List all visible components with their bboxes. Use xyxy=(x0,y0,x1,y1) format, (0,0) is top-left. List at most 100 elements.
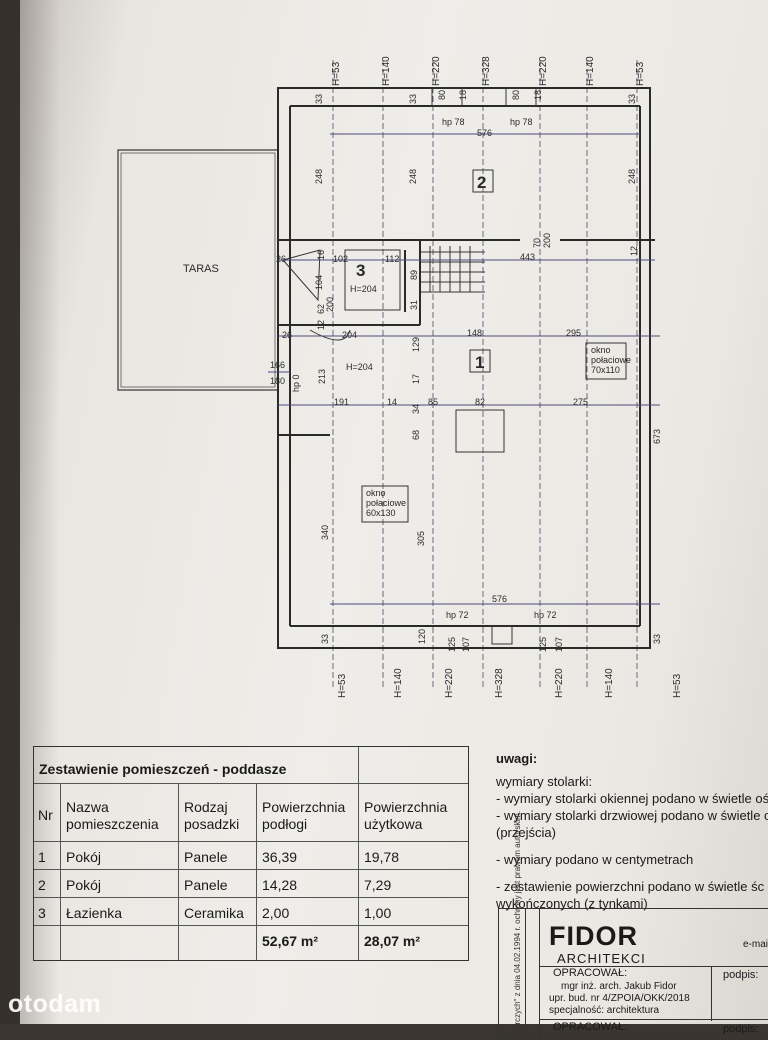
signature-label: podpis: xyxy=(723,969,759,981)
row2-floor: Panele xyxy=(184,877,228,893)
height-label: H=220 xyxy=(538,56,549,86)
row3-usable-area: 1,00 xyxy=(364,905,392,921)
dim-label: 295 xyxy=(566,328,581,338)
dim-label: 18 xyxy=(458,90,468,100)
header-floor-area: Powierzchnia podłogi xyxy=(262,799,346,832)
dim-label: 673 xyxy=(652,429,662,444)
row3-floor-area: 2,00 xyxy=(262,905,290,921)
room-number-1: 1 xyxy=(475,353,484,372)
dim-label: 31 xyxy=(409,300,419,310)
dim-label: 33 xyxy=(627,94,637,104)
notes-title: uwagi: xyxy=(496,751,538,766)
header-floor-type: Rodzaj posadzki xyxy=(184,799,240,832)
height-label: H=220 xyxy=(431,56,442,86)
dim-label: 14 xyxy=(387,397,397,407)
dim-label: 204 xyxy=(342,330,357,340)
room-number-2: 2 xyxy=(477,173,486,192)
dim-label: 104 xyxy=(314,275,324,290)
dim-label: 33 xyxy=(652,634,662,644)
note-line: (przejścia) xyxy=(496,825,556,840)
dim-label: H=204 xyxy=(346,362,373,372)
height-label: H=328 xyxy=(481,56,492,86)
total-usable-area: 28,07 m² xyxy=(364,933,421,949)
dim-label: 120 xyxy=(417,629,427,644)
dim-label: 33 xyxy=(320,634,330,644)
row2-nr: 2 xyxy=(38,877,46,893)
dim-label: 17 xyxy=(411,374,421,384)
header-name: Nazwa pomieszczenia xyxy=(66,799,159,832)
dim-label: 80 xyxy=(511,90,521,100)
company-logo: FIDOR xyxy=(549,921,638,951)
signature-label-2: podpis: xyxy=(723,1023,759,1035)
dim-label: 180 xyxy=(270,376,285,386)
dim-label: 200 xyxy=(542,233,552,248)
company-logo-sub: ARCHITEKCI xyxy=(557,951,646,966)
license-number: upr. bud. nr 4/ZPOIA/OKK/2018 xyxy=(549,993,690,1004)
dim-label: 82 xyxy=(475,397,485,407)
dim-label: hp 72 xyxy=(446,610,469,620)
dim-label: 107 xyxy=(461,637,471,652)
total-floor-area: 52,67 m² xyxy=(262,933,319,949)
dim-label: 112 xyxy=(385,254,399,264)
row2-usable-area: 7,29 xyxy=(364,877,392,893)
note-line: wykończonych (z tynkami) xyxy=(496,896,648,911)
dim-label: 305 xyxy=(416,531,426,546)
dim-label: 340 xyxy=(320,525,330,540)
row1-floor-area: 36,39 xyxy=(262,849,298,865)
row3-name: Łazienka xyxy=(66,905,123,921)
height-label: H=140 xyxy=(393,668,404,698)
height-label: H=140 xyxy=(585,56,596,86)
row1-nr: 1 xyxy=(38,849,46,865)
height-label: H=140 xyxy=(381,56,392,86)
row3-floor: Ceramika xyxy=(184,905,244,921)
prepared-by-label: OPRACOWAŁ: xyxy=(553,967,628,979)
row2-floor-area: 14,28 xyxy=(262,877,298,893)
dim-label: 576 xyxy=(492,594,507,604)
dim-label: 443 xyxy=(520,252,535,262)
dim-label: 33 xyxy=(408,94,418,104)
room-schedule-table: Zestawienie pomieszczeń - poddasze Nr Na… xyxy=(33,746,469,961)
paper-sheet xyxy=(20,0,768,1024)
height-label: H=53 xyxy=(672,673,683,698)
dim-label: 34 xyxy=(411,404,421,414)
row1-name: Pokój xyxy=(66,849,102,865)
email-label: e-mai xyxy=(743,939,768,950)
dim-label: hp 72 xyxy=(534,610,557,620)
note-line: - wymiary stolarki drzwiowej podano w św… xyxy=(496,808,768,823)
dim-label: hp 78 xyxy=(510,117,533,127)
copyright-vertical-text: orczych" z dnia 04.02.1994 r. ochrony je… xyxy=(513,810,522,1029)
dim-label: 191 xyxy=(334,397,349,407)
dim-label: 12 xyxy=(316,320,326,330)
watermark-logo: otodam xyxy=(8,990,102,1018)
title-block: orczych" z dnia 04.02.1994 r. ochrony je… xyxy=(498,811,768,1040)
header-usable-area: Powierzchnia użytkowa xyxy=(364,799,448,832)
dim-label: 129 xyxy=(411,337,421,352)
page-shadow xyxy=(0,0,60,1024)
row1-usable-area: 19,78 xyxy=(364,849,400,865)
dim-label: 80 xyxy=(437,90,447,100)
dim-label: H=204 xyxy=(350,284,377,294)
dim-label: hp 0 xyxy=(291,374,301,392)
specialty: specjalność: architektura xyxy=(549,1005,660,1016)
dim-label: 16 xyxy=(316,250,326,260)
author-name: mgr inż. arch. Jakub Fidor xyxy=(561,981,677,992)
dim-label: 166 xyxy=(270,360,285,370)
height-label: H=53 xyxy=(337,673,348,698)
header-nr: Nr xyxy=(38,807,53,823)
dim-label: 248 xyxy=(627,169,637,184)
dim-label: 70 xyxy=(532,238,542,248)
height-label: H=328 xyxy=(494,668,505,698)
dim-label: 89 xyxy=(409,270,419,280)
row2-name: Pokój xyxy=(66,877,102,893)
note-line: wymiary stolarki: xyxy=(496,774,593,789)
note-spacer xyxy=(496,868,768,878)
dim-label: 125 xyxy=(447,637,457,652)
dim-label: 275 xyxy=(573,397,588,407)
room-number-3: 3 xyxy=(356,261,365,280)
prepared-by-label-2: OPRACOWAŁ: xyxy=(553,1021,628,1033)
dim-label: 248 xyxy=(314,169,324,184)
dim-label: 85 xyxy=(428,397,438,407)
dim-label: 200 xyxy=(325,297,335,312)
